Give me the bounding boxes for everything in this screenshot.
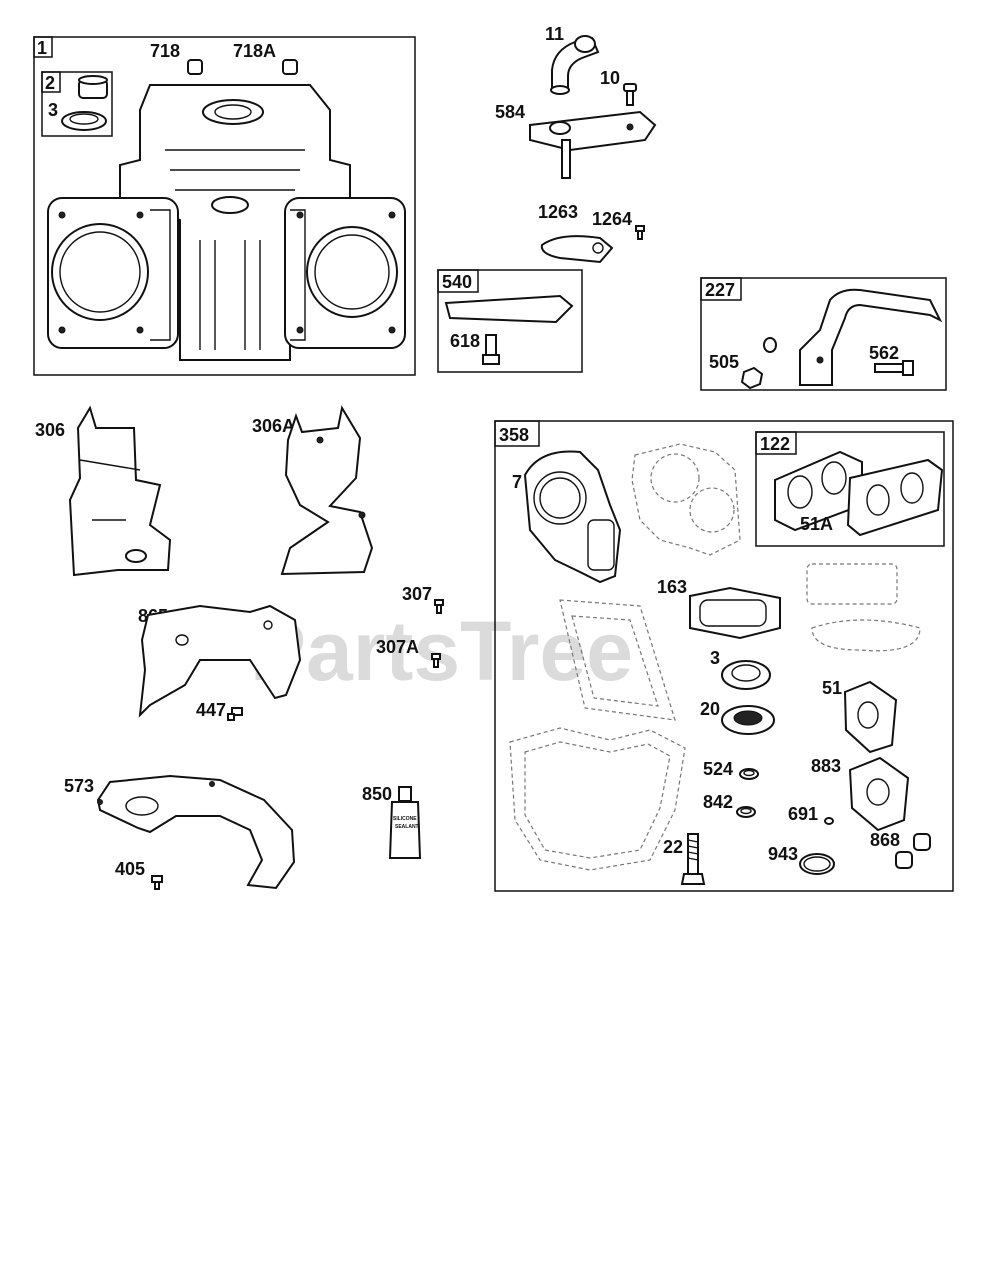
dowel-pin-718a: [282, 59, 298, 75]
intake-gasket-51a: [846, 458, 944, 537]
box-1-label: 1: [37, 38, 47, 58]
box-540-label: 540: [442, 272, 472, 292]
part-306a-label: 306A: [252, 416, 295, 436]
oil-seal-part: [61, 111, 107, 131]
sealant-tube-text-1: SILICONE: [393, 816, 417, 822]
o-ring-842: [736, 806, 756, 818]
part-850-label: 850: [362, 784, 392, 804]
part-11-label: 11: [545, 24, 564, 44]
bracket-227: [799, 288, 943, 386]
part-10-label: 10: [600, 68, 620, 88]
ghost-head-gasket: [631, 443, 741, 556]
part-718a-label: 718A: [233, 41, 276, 61]
part-524-label: 524: [703, 759, 733, 779]
bushing-part: [78, 75, 108, 99]
part-1264-label: 1264: [592, 209, 632, 229]
washer-part: [763, 337, 777, 353]
screw-405: [151, 875, 163, 890]
part-51-label: 51: [822, 678, 842, 698]
head-gasket-7: [523, 450, 622, 584]
dowel-pin-868-a: [913, 833, 931, 851]
part-883-label: 883: [811, 756, 841, 776]
part-691-label: 691: [788, 804, 818, 824]
dipstick-tube-elbow-part: [550, 35, 600, 95]
o-ring-691: [824, 817, 834, 825]
ghost-gasket-top-right: [806, 563, 898, 605]
intake-gasket-122: [774, 450, 863, 532]
bracket-plate-584: [529, 110, 657, 179]
sealant-tube-850: SILICONE SEALANT: [388, 786, 422, 859]
part-306-label: 306: [35, 420, 65, 440]
dowel-pin-868-b: [895, 851, 913, 869]
shield-306a: [280, 405, 374, 576]
part-447-label: 447: [196, 700, 226, 720]
box-358-label: 358: [499, 425, 529, 445]
ghost-crankcase-gasket: [509, 727, 686, 871]
part-20-label: 20: [700, 699, 720, 719]
part-307-label: 307: [402, 584, 432, 604]
crankcase-part: [47, 84, 406, 361]
bolt-22: [680, 833, 706, 885]
part-3-label: 3: [48, 100, 58, 120]
screw-1264: [635, 225, 645, 240]
oil-seal-3: [721, 660, 771, 690]
shield-306: [68, 405, 172, 577]
screw-618: [482, 334, 500, 365]
screw-10: [623, 83, 637, 106]
box-227-label: 227: [705, 280, 735, 300]
box-227-assembly: 227 505 562: [700, 277, 947, 391]
plate-1263: [540, 235, 614, 264]
box-540-assembly: 540 618: [437, 269, 583, 373]
screw-447: [227, 707, 243, 721]
ghost-gasket-mid-right: [811, 619, 921, 652]
part-573-label: 573: [64, 776, 94, 796]
plate-865: [138, 604, 302, 718]
part-307a-label: 307A: [376, 637, 419, 657]
screw-307a: [431, 653, 441, 668]
part-943-label: 943: [768, 844, 798, 864]
part-1263-label: 1263: [538, 202, 578, 222]
watermark: PartsTree: [250, 604, 633, 698]
box-358-gasket-set: 358 122 51A 7 163: [494, 420, 954, 892]
part-163-label: 163: [657, 577, 687, 597]
part-3b-label: 3: [710, 648, 720, 668]
part-405-label: 405: [115, 859, 145, 879]
part-562-label: 562: [869, 343, 899, 363]
part-718-label: 718: [150, 41, 180, 61]
part-505-label: 505: [709, 352, 739, 372]
o-ring-524: [739, 768, 759, 780]
o-ring-943: [799, 853, 835, 875]
gasket-540: [444, 294, 574, 324]
box-2-label: 2: [45, 73, 55, 93]
dowel-pin-718: [187, 59, 203, 75]
sealant-tube-text-2: SEALANT: [395, 824, 419, 830]
spacer-gasket-51: [843, 680, 898, 754]
part-584-label: 584: [495, 102, 525, 122]
part-7-label: 7: [512, 472, 522, 492]
part-618-label: 618: [450, 331, 480, 351]
screw-562: [874, 360, 914, 376]
gasket-163: [689, 586, 781, 640]
part-868-label: 868: [870, 830, 900, 850]
part-842-label: 842: [703, 792, 733, 812]
screw-307: [434, 599, 444, 614]
box-1-cylinder-assembly: 1 2 3 718 718A: [33, 36, 416, 376]
shroud-573: [96, 774, 296, 890]
oil-seal-20: [721, 705, 775, 735]
ghost-rect-gasket: [559, 599, 676, 721]
part-22-label: 22: [663, 837, 683, 857]
box-122-label: 122: [760, 434, 790, 454]
nut-505: [740, 366, 764, 390]
part-51a-label: 51A: [800, 514, 833, 534]
spacer-gasket-883: [848, 756, 910, 832]
